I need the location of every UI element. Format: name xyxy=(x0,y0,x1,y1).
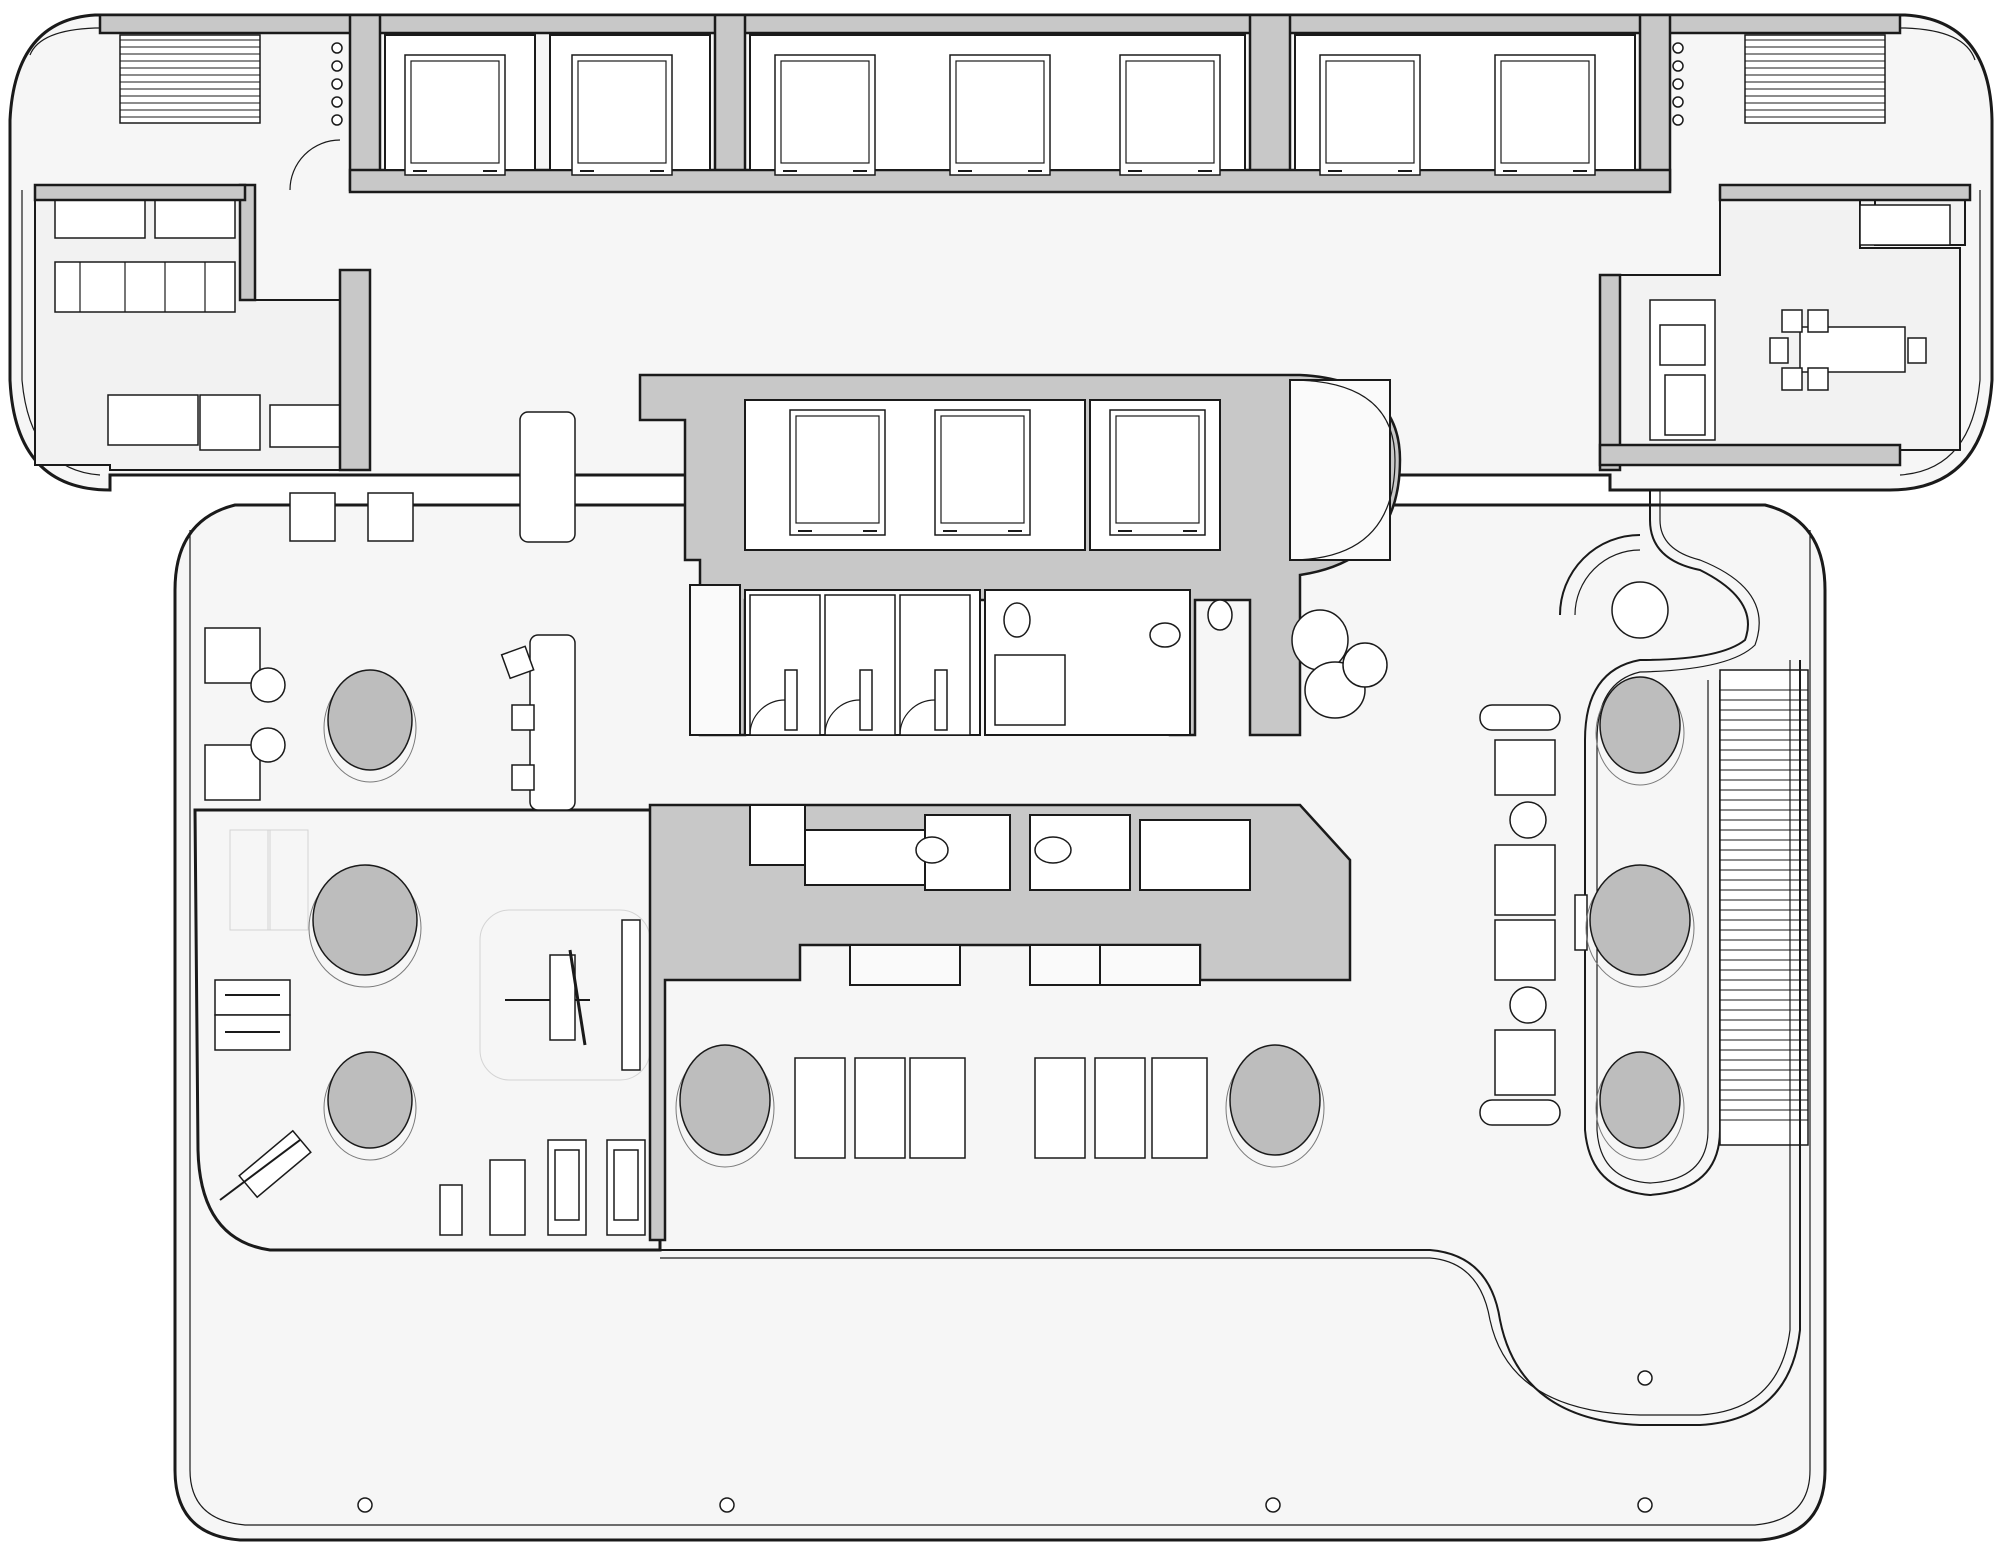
north-lift-cars xyxy=(404,54,1596,176)
east-seating xyxy=(1479,704,1588,1126)
wc-cubicle xyxy=(749,594,821,736)
round-table xyxy=(1585,864,1695,988)
wc-cubicle xyxy=(824,594,896,736)
terrace-slab xyxy=(173,503,1827,1542)
round-table xyxy=(323,1051,417,1161)
wc-fixtures xyxy=(915,599,1388,864)
south-booths xyxy=(794,1057,1208,1159)
lift-car xyxy=(774,54,876,176)
column xyxy=(1637,1497,1653,1513)
column xyxy=(1265,1497,1281,1513)
lift-car xyxy=(934,409,1031,536)
gym-room xyxy=(193,808,662,1252)
round-table xyxy=(675,1044,775,1168)
wc-cubicle xyxy=(899,594,971,736)
round-table xyxy=(308,864,422,988)
lift-car xyxy=(1119,54,1221,176)
south-service-block xyxy=(648,803,1352,1242)
column xyxy=(1637,1370,1653,1386)
lift-car xyxy=(1494,54,1596,176)
rowing-machine xyxy=(214,979,291,1051)
spiral-stair xyxy=(1559,534,1669,639)
round-tables xyxy=(308,669,1695,1168)
dining-room xyxy=(1598,183,1972,472)
round-table xyxy=(323,669,417,783)
columns xyxy=(357,1370,1653,1513)
east-ramp-and-stair xyxy=(660,490,1809,1426)
stair-northeast xyxy=(1672,34,1886,126)
west-lounge xyxy=(195,411,576,812)
weight-machine xyxy=(219,1129,312,1201)
lift-car xyxy=(1109,409,1206,536)
round-table xyxy=(1595,1051,1685,1161)
lift-car xyxy=(571,54,673,176)
column xyxy=(719,1497,735,1513)
kitchen xyxy=(33,183,372,472)
lift-car xyxy=(404,54,506,176)
stair-northwest xyxy=(119,34,343,191)
round-table xyxy=(1595,676,1685,786)
treadmills xyxy=(439,1139,646,1236)
lift-car xyxy=(789,409,886,536)
column xyxy=(357,1497,373,1513)
bench-press xyxy=(505,949,590,1046)
round-table xyxy=(1225,1044,1325,1168)
lift-car xyxy=(1319,54,1421,176)
lift-car xyxy=(949,54,1051,176)
